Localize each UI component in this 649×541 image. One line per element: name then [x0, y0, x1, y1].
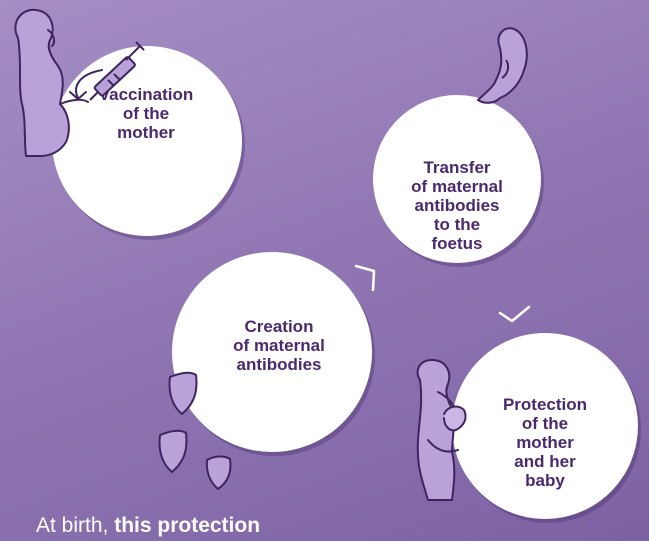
mother-holding-baby-icon: [418, 360, 466, 500]
shield-icon: [160, 431, 187, 472]
footer-text: At birth, this protection: [36, 513, 260, 539]
shield-icon: [207, 456, 231, 489]
chevron-down-icon: [500, 307, 529, 321]
footer-bold: this protection: [114, 514, 260, 537]
foetus-icon: [478, 28, 527, 103]
chevron-down-icon: [257, 259, 284, 272]
shield-icon: [170, 373, 197, 414]
footer-lead: At birth,: [36, 514, 114, 537]
chevron-right-icon: [356, 266, 374, 290]
